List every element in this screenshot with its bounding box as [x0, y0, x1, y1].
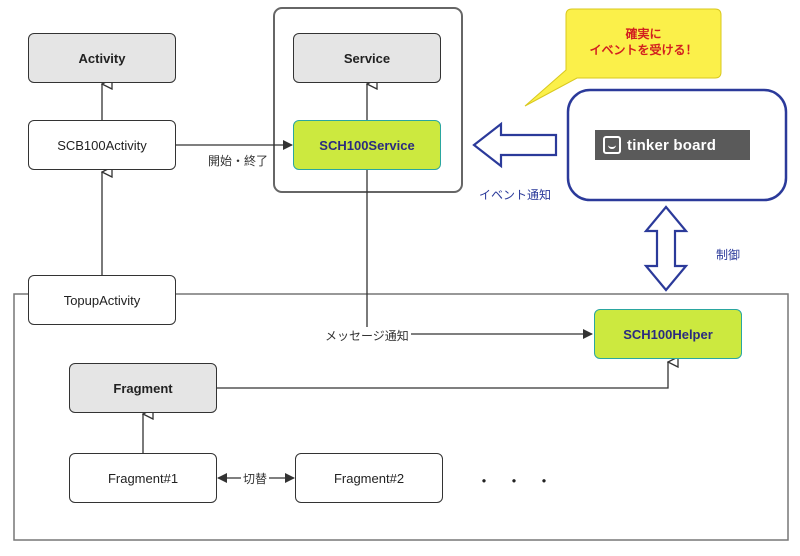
tinkerboard-label: tinker board — [627, 136, 717, 154]
switch-label: 切替 — [241, 470, 270, 487]
control-arrow — [643, 205, 689, 292]
fragment2-node: Fragment#2 — [295, 453, 443, 503]
event-notify-label: イベント通知 — [479, 188, 552, 202]
sch100service-node: SCH100Service — [293, 120, 441, 170]
callout-line1: 確実に — [625, 27, 662, 41]
service-frame — [273, 7, 463, 193]
callout-line2: イベントを受ける！ — [589, 43, 698, 57]
ellipsis: ・・・ — [476, 474, 567, 491]
fragment1-node: Fragment#1 — [69, 453, 217, 503]
service-node: Service — [293, 33, 441, 83]
fragment-to-helper-edge — [216, 362, 668, 389]
sch100helper-node: SCH100Helper — [594, 309, 742, 359]
control-label: 制御 — [716, 248, 741, 262]
callout-bubble — [524, 8, 722, 107]
callout-text: 確実に イベントを受ける！ — [566, 26, 721, 58]
scb100activity-node: SCB100Activity — [28, 120, 176, 170]
topupactivity-node: TopupActivity — [28, 275, 176, 325]
activity-node: Activity — [28, 33, 176, 83]
tinkerboard-icon — [603, 136, 621, 154]
event-notify-arrow — [472, 121, 558, 169]
app-frame — [13, 293, 789, 541]
message-notify-label: メッセージ通知 — [323, 327, 411, 344]
tinkerboard-logo: tinker board — [595, 130, 750, 160]
start-end-label: 開始・終了 — [208, 154, 269, 168]
fragment-node: Fragment — [69, 363, 217, 413]
